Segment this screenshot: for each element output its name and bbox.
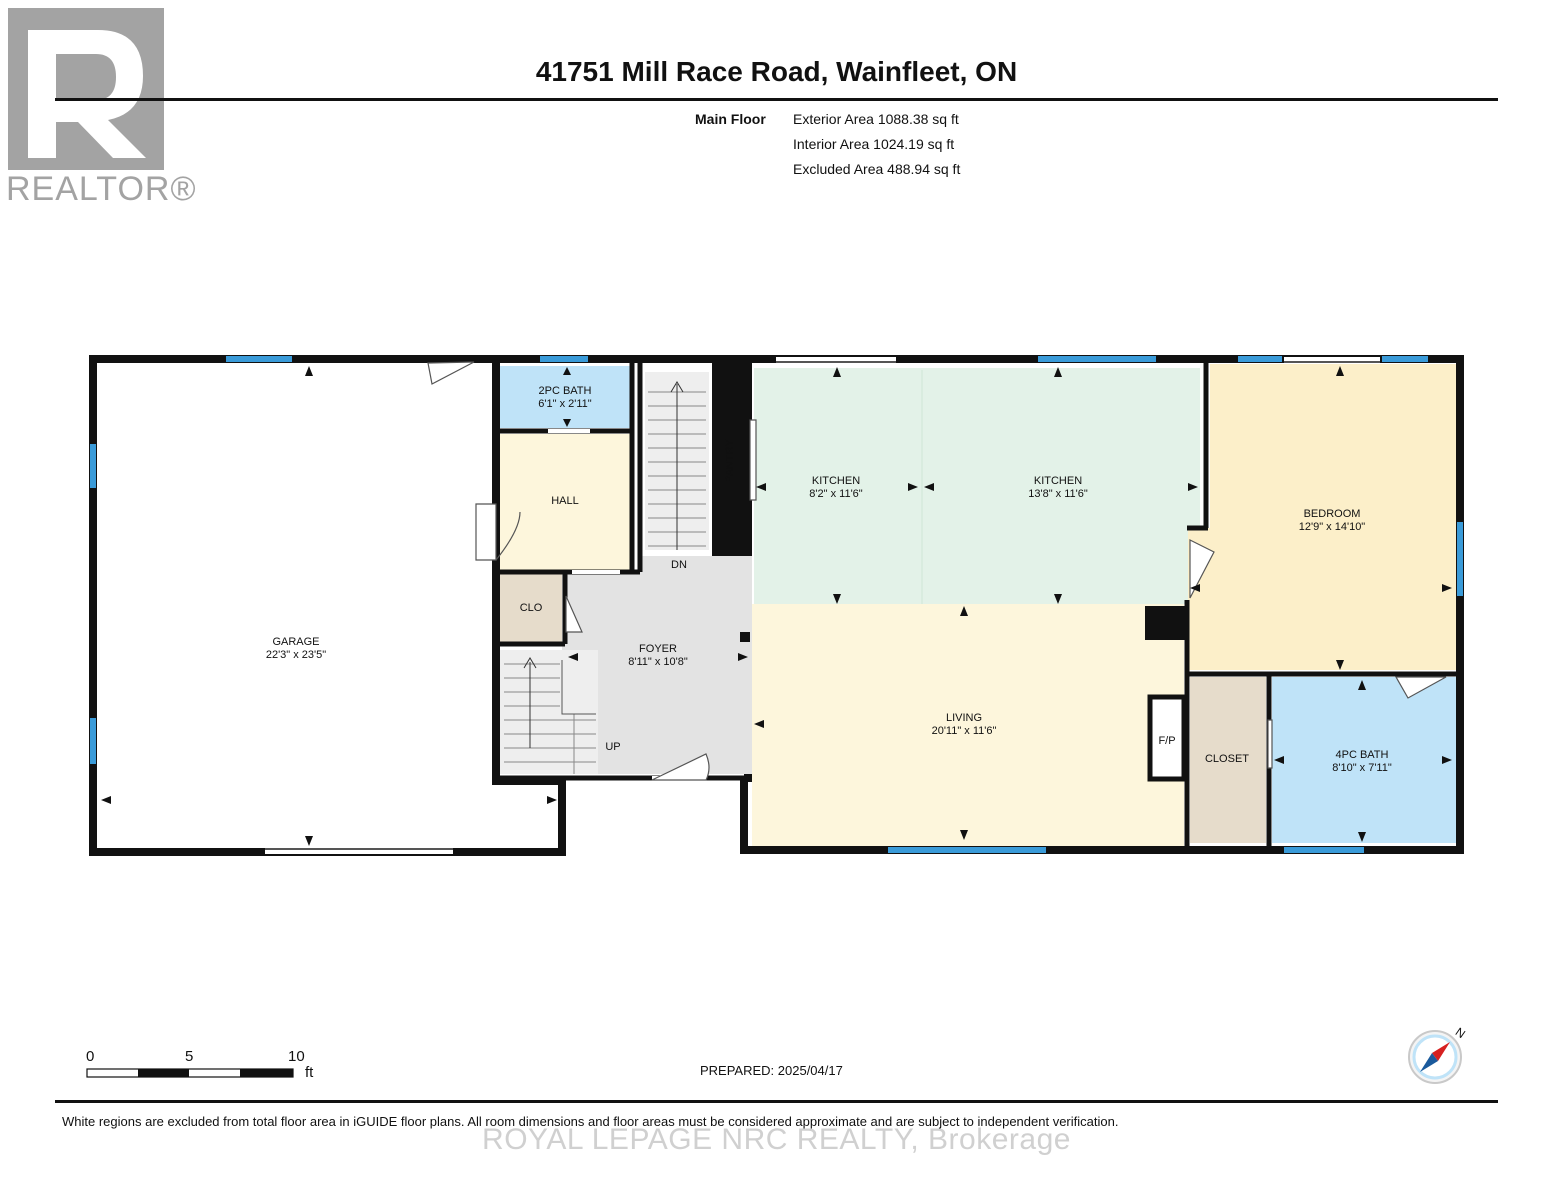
- scale-mark-5: 5: [185, 1048, 194, 1065]
- exterior-area: Exterior Area 1088.38 sq ft: [793, 111, 959, 127]
- stairs-up-label: UP: [605, 741, 621, 753]
- windows: [90, 356, 1463, 853]
- room-name: FOYER: [639, 643, 677, 655]
- interior-area: Interior Area 1024.19 sq ft: [793, 136, 955, 152]
- stairs-dn-label: DN: [671, 559, 687, 571]
- clo-fill: [500, 574, 562, 642]
- room-name: CLO: [519, 602, 543, 614]
- room-kitchen-a: KITCHEN 8'2" x 11'6": [776, 475, 896, 501]
- stair-core: [712, 362, 752, 556]
- excluded-area: Excluded Area 488.94 sq ft: [793, 161, 961, 177]
- realtor-wordmark: REALTOR®: [6, 170, 197, 208]
- room-name: GARAGE: [272, 636, 320, 648]
- room-dims: 20'11" x 11'6": [931, 725, 997, 737]
- scale-mark-0: 0: [86, 1048, 95, 1065]
- room-name: 4PC BATH: [1335, 749, 1389, 761]
- room-dims: 13'8" x 11'6": [1028, 488, 1088, 500]
- scale-bar: [86, 1068, 294, 1078]
- stairs-up-fill: [500, 650, 598, 774]
- room-dims: 22'3" x 23'5": [265, 649, 327, 661]
- floor-name: Main Floor: [695, 111, 766, 127]
- bedroom-fill: [1188, 364, 1456, 670]
- header-rule: [55, 98, 1498, 101]
- room-kitchen-b: KITCHEN 13'8" x 11'6": [998, 475, 1118, 501]
- kitchen-fill: [754, 368, 1200, 604]
- room-name: PANTRY: [724, 439, 736, 483]
- fireplace: [1147, 694, 1187, 782]
- room-name: KITCHEN: [811, 475, 861, 487]
- footer-rule: [55, 1100, 1498, 1103]
- room-dims: 6'1" x 2'11": [538, 398, 592, 410]
- room-clo: CLO: [502, 602, 560, 615]
- hall-fill: [500, 434, 630, 570]
- foyer-fill: [562, 556, 752, 774]
- stairs-down: [648, 381, 706, 550]
- scale-mark-10: 10: [288, 1048, 305, 1065]
- room-hall: HALL: [502, 495, 628, 508]
- column: [1145, 606, 1185, 640]
- prepared-date: PREPARED: 2025/04/17: [700, 1063, 843, 1078]
- room-garage: GARAGE 22'3" x 23'5": [230, 636, 362, 662]
- dimension-arrows: [101, 366, 1452, 846]
- bath2pc-fill: [500, 366, 630, 428]
- brokerage-watermark: ROYAL LEPAGE NRC REALTY, Brokerage: [482, 1123, 1071, 1156]
- room-dims: 8'2" x 11'6": [809, 488, 863, 500]
- room-dims: 12'9" x 14'10": [1298, 521, 1366, 533]
- doors: [427, 361, 1447, 781]
- room-bath2pc: 2PC BATH 6'1" x 2'11": [502, 385, 628, 411]
- realtor-logo: [8, 8, 164, 170]
- compass-icon: [1408, 1030, 1462, 1084]
- opening-lines: [265, 361, 1380, 850]
- room-bedroom: BEDROOM 12'9" x 14'10": [1272, 508, 1392, 534]
- fireplace-label: F/P: [1158, 735, 1176, 747]
- room-living: LIVING 20'11" x 11'6": [904, 712, 1024, 738]
- room-dims: 8'10" x 7'11": [1332, 762, 1392, 774]
- disclaimer: White regions are excluded from total fl…: [62, 1114, 1119, 1129]
- page-title: 41751 Mill Race Road, Wainfleet, ON: [535, 56, 1018, 87]
- post: [740, 632, 750, 642]
- room-pantry: PANTRY: [724, 421, 737, 501]
- room-name: BEDROOM: [1303, 508, 1361, 520]
- living-fill: [752, 604, 1184, 846]
- realtor-r-mark-icon: [28, 30, 146, 158]
- room-name: LIVING: [945, 712, 983, 724]
- room-closet: CLOSET: [1190, 753, 1264, 766]
- room-name: HALL: [551, 495, 579, 507]
- scale-unit: ft: [305, 1064, 314, 1081]
- closet-fill: [1190, 677, 1266, 843]
- room-name: CLOSET: [1204, 753, 1249, 765]
- room-name: 2PC BATH: [538, 385, 592, 397]
- room-bath4pc: 4PC BATH 8'10" x 7'11": [1302, 749, 1422, 775]
- room-dims: 8'11" x 10'8": [628, 656, 688, 668]
- bath4pc-fill: [1272, 677, 1456, 843]
- stairs-up: [504, 657, 596, 774]
- room-foyer: FOYER 8'11" x 10'8": [600, 643, 716, 669]
- garage-fill: [97, 363, 493, 851]
- room-name: KITCHEN: [1033, 475, 1083, 487]
